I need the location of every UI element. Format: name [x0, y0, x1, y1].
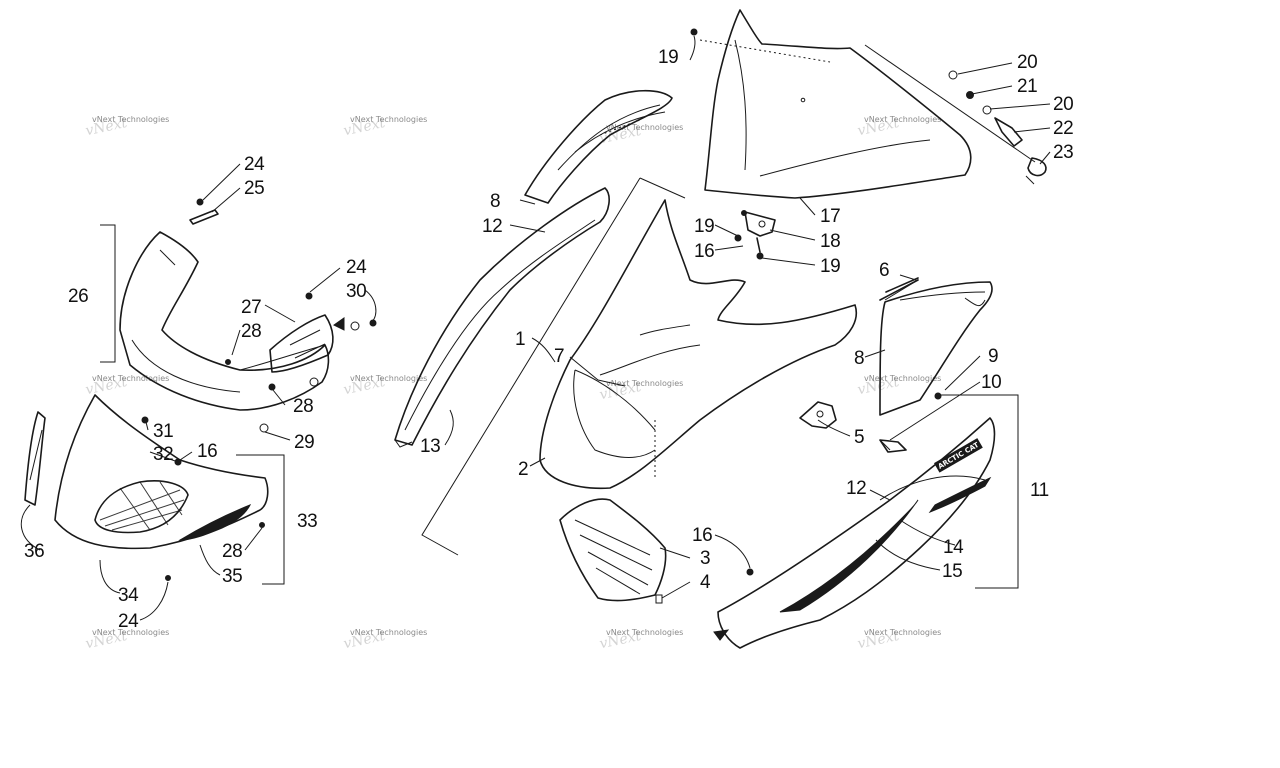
- watermark: vNext vNext Technologies: [598, 628, 683, 652]
- hood-bracket: [799, 401, 837, 429]
- callout-3: 3: [700, 548, 710, 569]
- callout-16: 16: [692, 525, 712, 546]
- callout-22: 22: [1053, 118, 1073, 139]
- watermark: vNext vNext Technologies: [856, 115, 941, 139]
- windshield: [699, 9, 972, 199]
- leader-lines: [20, 35, 1051, 621]
- callout-36: 36: [24, 541, 44, 562]
- callout-4: 4: [700, 572, 711, 593]
- callout-19: 19: [694, 216, 714, 237]
- callout-12: 12: [482, 216, 502, 237]
- windshield-mount-bracket: [734, 210, 776, 260]
- svg-text:vNext Technologies: vNext Technologies: [92, 628, 169, 637]
- side-vent-panel: [24, 411, 46, 506]
- callout-12: 12: [846, 478, 866, 499]
- callout-30: 30: [346, 281, 366, 302]
- callout-21: 21: [1017, 76, 1037, 97]
- svg-text:vNext Technologies: vNext Technologies: [864, 374, 941, 383]
- svg-text:vNext Technologies: vNext Technologies: [864, 628, 941, 637]
- callout-20: 20: [1053, 94, 1073, 115]
- callout-1: 1: [515, 329, 525, 350]
- callout-7: 7: [554, 346, 564, 367]
- callout-2: 2: [518, 459, 528, 480]
- callout-25: 25: [244, 178, 264, 199]
- callout-14: 14: [943, 537, 964, 558]
- svg-text:vNext Technologies: vNext Technologies: [606, 628, 683, 637]
- watermark: vNext vNext Technologies: [342, 115, 427, 139]
- callout-33: 33: [297, 511, 317, 532]
- callout-20: 20: [1017, 52, 1037, 73]
- callout-19: 19: [820, 256, 840, 277]
- svg-text:vNext Technologies: vNext Technologies: [350, 115, 427, 124]
- callout-9: 9: [988, 346, 998, 367]
- callout-15: 15: [942, 561, 962, 582]
- callout-24: 24: [346, 257, 367, 278]
- callout-16: 16: [197, 441, 217, 462]
- callout-16: 16: [694, 241, 714, 262]
- watermark: vNext vNext Technologies: [856, 628, 941, 652]
- callout-19: 19: [658, 47, 678, 68]
- upper-side-panel-left: [524, 89, 673, 204]
- watermark: vNext vNext Technologies: [84, 115, 169, 139]
- callout-34: 34: [118, 585, 139, 606]
- callout-8: 8: [854, 348, 864, 369]
- svg-text:vNext Technologies: vNext Technologies: [350, 374, 427, 383]
- hood: [539, 199, 857, 490]
- callout-17: 17: [820, 206, 840, 227]
- callout-28: 28: [293, 396, 313, 417]
- callout-10: 10: [981, 372, 1001, 393]
- trim-clip: [879, 439, 907, 453]
- watermark: vNext vNext Technologies: [342, 628, 427, 652]
- hardware-fasteners: [141, 28, 919, 641]
- grille-mesh: [99, 481, 185, 531]
- callout-labels: 19 20 21 20 22 23 24 25 8 12 17 19 18 16…: [24, 47, 1074, 632]
- callout-28: 28: [222, 541, 242, 562]
- watermark: vNext vNext Technologies: [84, 374, 169, 398]
- vent-panel: [269, 314, 334, 373]
- callout-18: 18: [820, 231, 840, 252]
- callout-35: 35: [222, 566, 242, 587]
- callout-29: 29: [294, 432, 314, 453]
- callout-32: 32: [153, 444, 173, 465]
- lower-nose-panel: [54, 394, 269, 550]
- svg-text:vNext Technologies: vNext Technologies: [864, 115, 941, 124]
- callout-6: 6: [879, 260, 889, 281]
- svg-text:vNext Technologies: vNext Technologies: [606, 379, 683, 388]
- svg-text:vNext Technologies: vNext Technologies: [92, 374, 169, 383]
- callout-8: 8: [490, 191, 500, 212]
- callout-11: 11: [1030, 480, 1049, 501]
- side-panel-right: ARCTIC CAT: [717, 417, 996, 649]
- callout-24: 24: [244, 154, 265, 175]
- callout-26: 26: [68, 286, 88, 307]
- callout-13: 13: [420, 436, 440, 457]
- svg-text:vNext Technologies: vNext Technologies: [350, 628, 427, 637]
- arctic-cat-decal: ARCTIC CAT: [934, 438, 983, 473]
- callout-28: 28: [241, 321, 261, 342]
- upper-nose-panel: [119, 231, 330, 411]
- callout-27: 27: [241, 297, 261, 318]
- svg-text:vNext Technologies: vNext Technologies: [606, 123, 683, 132]
- svg-text:vNext Technologies: vNext Technologies: [92, 115, 169, 124]
- callout-23: 23: [1053, 142, 1073, 163]
- pin-clip: [655, 594, 663, 604]
- mirror-hardware: [864, 44, 1047, 185]
- hood-trim-strip: [394, 187, 610, 448]
- callout-24: 24: [118, 611, 139, 632]
- headlight-housing: [559, 498, 667, 602]
- callout-31: 31: [153, 421, 173, 442]
- callout-5: 5: [854, 427, 864, 448]
- watermarks: vNext vNext Technologies vNext vNext Tec…: [84, 115, 941, 652]
- screw: [879, 279, 919, 301]
